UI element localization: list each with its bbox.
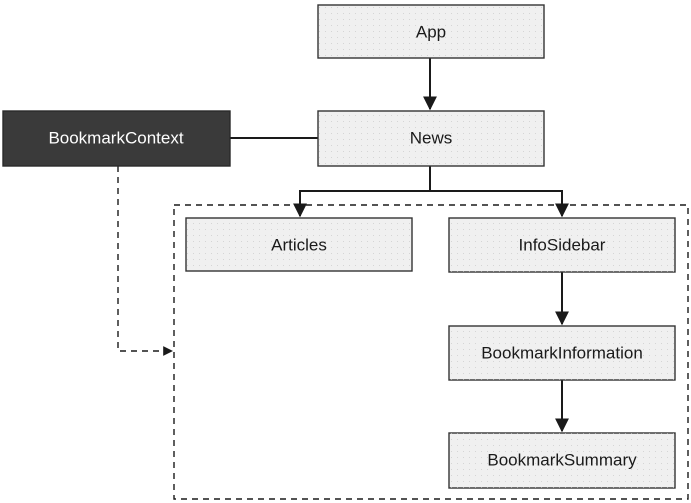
node-articles: Articles <box>185 217 413 272</box>
node-bookmark-summary: BookmarkSummary <box>448 432 676 489</box>
node-info-sidebar: InfoSidebar <box>448 217 676 273</box>
node-app-label: App <box>416 23 446 42</box>
edge-news-infosidebar <box>430 190 569 218</box>
node-articles-label: Articles <box>271 236 327 255</box>
node-bookmark-summary-label: BookmarkSummary <box>487 451 637 470</box>
context-scope-boundary <box>173 204 689 500</box>
node-app: App <box>317 4 545 59</box>
node-bookmark-information: BookmarkInformation <box>448 325 676 381</box>
edge-context-scope-dashed <box>117 166 173 356</box>
node-news-label: News <box>410 129 453 148</box>
node-bookmark-context: BookmarkContext <box>2 110 231 167</box>
node-info-sidebar-label: InfoSidebar <box>519 236 606 255</box>
node-bookmark-information-label: BookmarkInformation <box>481 344 643 363</box>
edge-news-branch <box>293 166 431 218</box>
node-bookmark-context-label: BookmarkContext <box>48 129 183 148</box>
node-news: News <box>317 110 545 167</box>
